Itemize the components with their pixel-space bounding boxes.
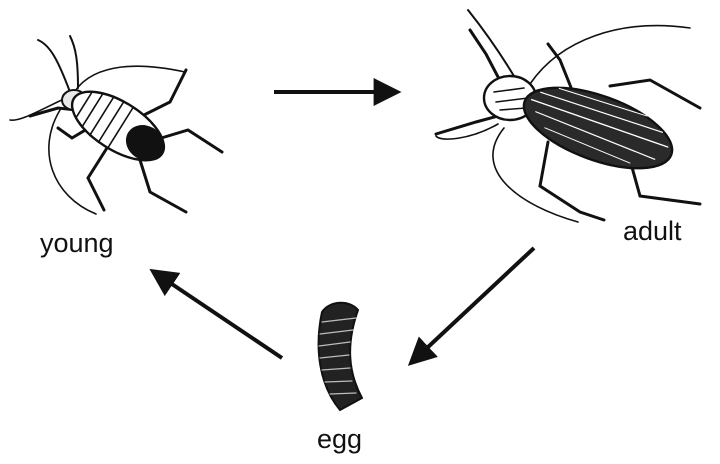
arrow-egg-to-young bbox=[154, 272, 282, 358]
young-label: young bbox=[40, 228, 114, 259]
egg-case-icon bbox=[319, 303, 362, 410]
arrow-adult-to-egg bbox=[412, 248, 534, 362]
egg-label: egg bbox=[317, 424, 362, 455]
young-cockroach-icon bbox=[10, 36, 222, 214]
adult-label: adult bbox=[623, 216, 682, 247]
adult-cockroach-icon bbox=[436, 10, 700, 222]
